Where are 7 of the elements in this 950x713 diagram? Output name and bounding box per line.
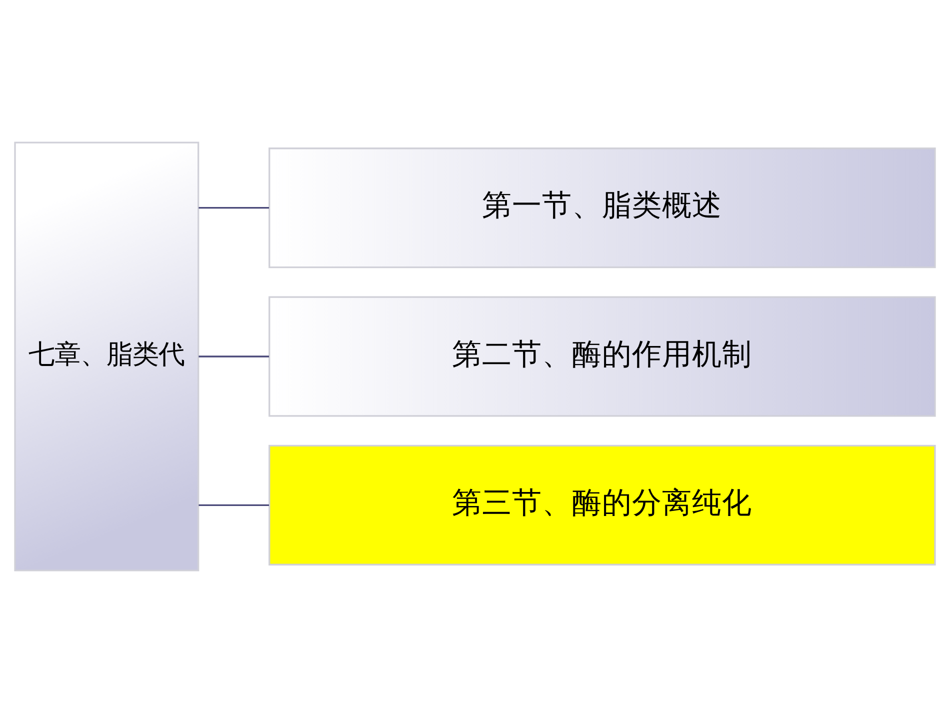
node-box: 第三节、酶的分离纯化 — [268, 444, 936, 566]
connector — [198, 207, 270, 209]
node-box: 第一节、脂类概述 — [268, 148, 936, 268]
connector — [198, 504, 270, 506]
node-box: 第二节、酶的作用机制 — [268, 296, 936, 417]
node-box: 七章、脂类代 — [14, 142, 200, 572]
connector — [198, 356, 270, 358]
